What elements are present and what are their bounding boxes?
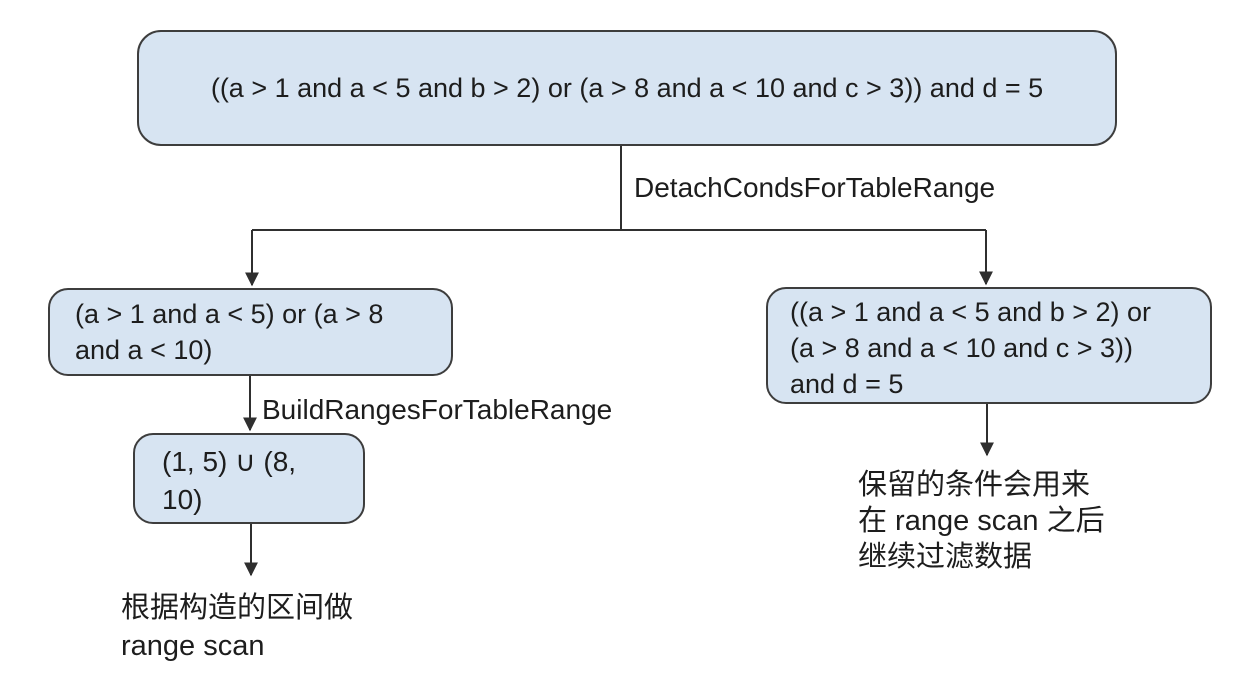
node-built-ranges: (1, 5) ∪ (8, 10) — [133, 433, 365, 524]
annotation-range-scan-line1: 根据构造的区间做 — [121, 592, 354, 624]
annotation-range-scan-line2: range scan — [121, 630, 265, 662]
edge-label-detach-conds-for-table-range: DetachCondsForTableRange — [634, 172, 996, 203]
node-root-expression: ((a > 1 and a < 5 and b > 2) or (a > 8 a… — [137, 30, 1117, 146]
annotation-range-scan: 根据构造的区间做 range scan — [121, 589, 353, 665]
node-remained-conditions-line2: (a > 8 and a < 10 and c > 3)) — [790, 333, 1133, 363]
annotation-remained-filter: 保留的条件会用来 在 range scan 之后 继续过滤数据 — [858, 467, 1105, 575]
annotation-remained-filter-line3: 继续过滤数据 — [858, 541, 1033, 573]
node-root-expression-text: ((a > 1 and a < 5 and b > 2) or (a > 8 a… — [210, 73, 1044, 103]
annotation-remained-filter-line1: 保留的条件会用来 — [858, 469, 1091, 501]
node-remained-conditions: ((a > 1 and a < 5 and b > 2) or (a > 8 a… — [766, 287, 1212, 404]
node-range-conditions: (a > 1 and a < 5) or (a > 8 and a < 10) — [48, 288, 453, 376]
node-remained-conditions-line1: ((a > 1 and a < 5 and b > 2) or — [790, 297, 1151, 327]
node-built-ranges-line1: (1, 5) ∪ (8, — [162, 446, 297, 477]
annotation-remained-filter-line2: 在 range scan 之后 — [858, 505, 1105, 537]
node-built-ranges-line2: 10) — [162, 484, 203, 515]
node-range-conditions-line1: (a > 1 and a < 5) or (a > 8 — [75, 299, 384, 329]
node-remained-conditions-line3: and d = 5 — [790, 369, 904, 399]
edge-label-build-ranges-for-table-range: BuildRangesForTableRange — [262, 394, 613, 425]
node-range-conditions-line2: and a < 10) — [75, 335, 213, 365]
